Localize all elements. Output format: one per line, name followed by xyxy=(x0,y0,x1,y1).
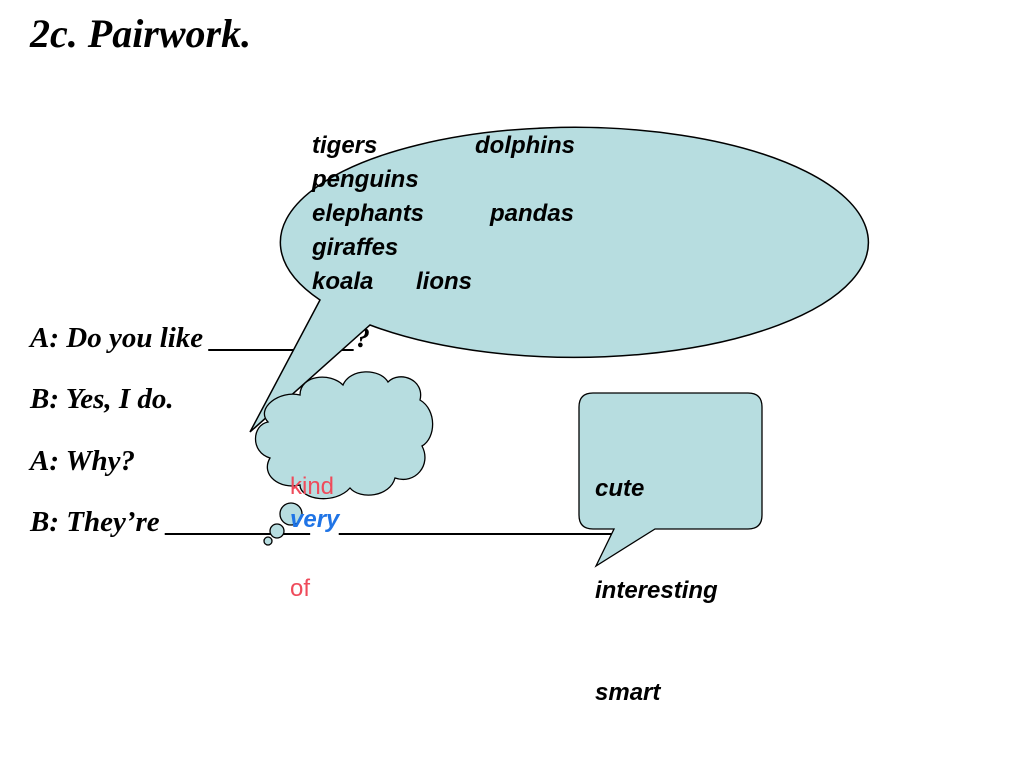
word-penguins: penguins xyxy=(312,166,419,193)
cloud-line-kind: kind xyxy=(290,473,335,500)
adjectives-callout xyxy=(578,392,763,568)
adjective-cute: cute xyxy=(595,475,645,502)
word-tigers: tigers xyxy=(312,132,378,159)
animals-word-list: tigers dolphins penguins elephants panda… xyxy=(312,129,575,469)
word-dolphins: dolphins xyxy=(475,132,575,159)
cloud-line-of: of xyxy=(290,575,311,602)
slide-title: 2c. Pairwork. xyxy=(30,11,252,56)
word-elephants: elephants xyxy=(312,200,425,227)
adjective-interesting: interesting xyxy=(595,577,718,604)
dialogue-line-2: B: Yes, I do. xyxy=(30,383,174,415)
word-giraffes: giraffes xyxy=(312,234,399,261)
adjectives-list: cute interesting smart xyxy=(595,404,718,778)
dialogue-line-3: A: Why? xyxy=(30,445,136,477)
word-lions: lions xyxy=(416,268,473,295)
word-pandas: pandas xyxy=(490,200,575,227)
animals-speech-bubble xyxy=(249,126,870,433)
thought-cloud-text: kind of xyxy=(290,402,334,674)
thought-cloud xyxy=(255,371,434,546)
word-koala: koala xyxy=(312,268,374,295)
adjective-smart: smart xyxy=(595,679,661,706)
very-label: very xyxy=(290,506,340,533)
